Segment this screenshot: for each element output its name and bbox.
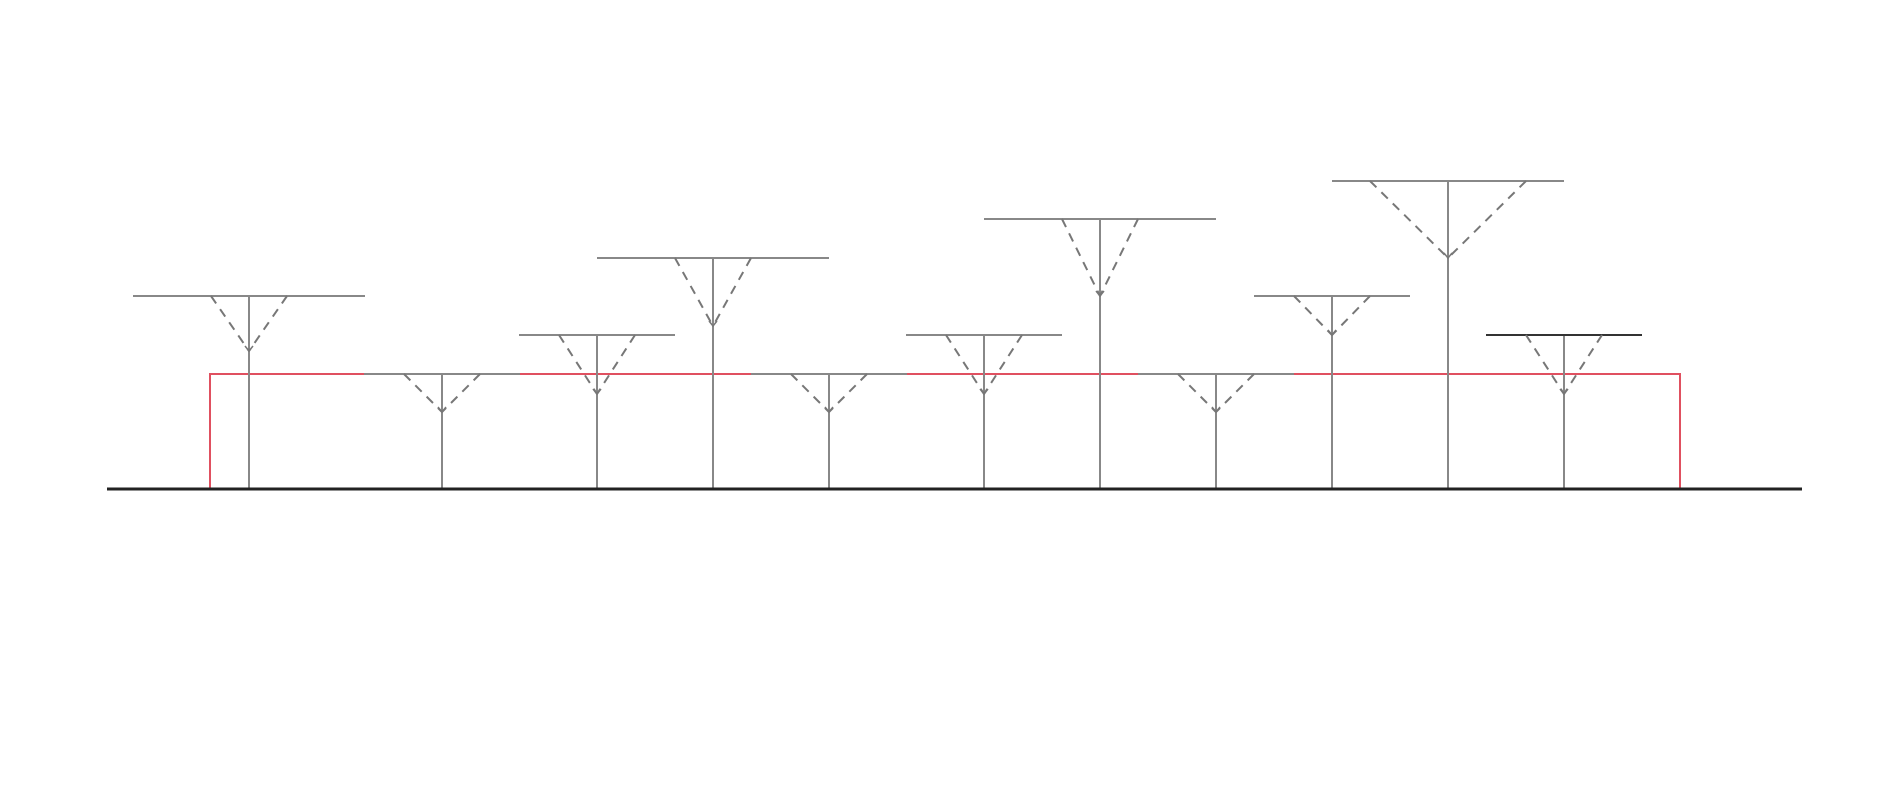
brace-arrow-icon: [979, 388, 989, 396]
brace-arrow-icon: [244, 345, 254, 353]
brace-right: [828, 373, 868, 413]
brace-left: [1369, 180, 1449, 259]
highlight-route: [209, 373, 1681, 489]
brace-arrow-icon: [1559, 388, 1569, 396]
brace-right: [1331, 295, 1371, 336]
tree-post-8: [1138, 373, 1294, 489]
brace-right: [596, 334, 636, 395]
brace-right: [983, 334, 1023, 395]
highlight-path: [209, 373, 1681, 489]
brace-left: [210, 295, 250, 352]
tree-post-4: [597, 257, 829, 489]
brace-left: [558, 334, 598, 395]
brace-left: [674, 257, 714, 327]
tree-post-10: [1332, 180, 1564, 489]
brace-arrow-icon: [1211, 406, 1221, 414]
tree-post-5: [751, 373, 907, 489]
tree-post-6: [906, 334, 1062, 489]
brace-right: [1447, 180, 1527, 259]
brace-right: [712, 257, 752, 327]
brace-left: [1525, 334, 1565, 395]
brace-right: [1099, 218, 1139, 297]
brace-left: [1177, 373, 1217, 413]
tree-post-11: [1486, 334, 1642, 489]
brace-right: [1563, 334, 1603, 395]
tree-post-3: [519, 334, 675, 489]
brace-arrow-icon: [824, 406, 834, 414]
tree-post-2: [364, 373, 520, 489]
brace-right: [441, 373, 481, 413]
brace-arrow-icon: [708, 320, 718, 328]
brace-left: [790, 373, 830, 413]
tree-post-7: [984, 218, 1216, 489]
brace-arrow-icon: [1327, 329, 1337, 337]
tree-post-1: [133, 295, 365, 489]
brace-arrow-icon: [592, 388, 602, 396]
structure-layer: [133, 180, 1642, 489]
brace-left: [1293, 295, 1333, 336]
brace-arrow-icon: [437, 406, 447, 414]
brace-arrow-icon: [1095, 290, 1105, 298]
brace-left: [403, 373, 443, 413]
brace-right: [1215, 373, 1255, 413]
brace-left: [1061, 218, 1101, 297]
tree-post-9: [1254, 295, 1410, 489]
brace-right: [248, 295, 288, 352]
brace-left: [945, 334, 985, 395]
brace-arrow-icon: [1443, 252, 1453, 260]
